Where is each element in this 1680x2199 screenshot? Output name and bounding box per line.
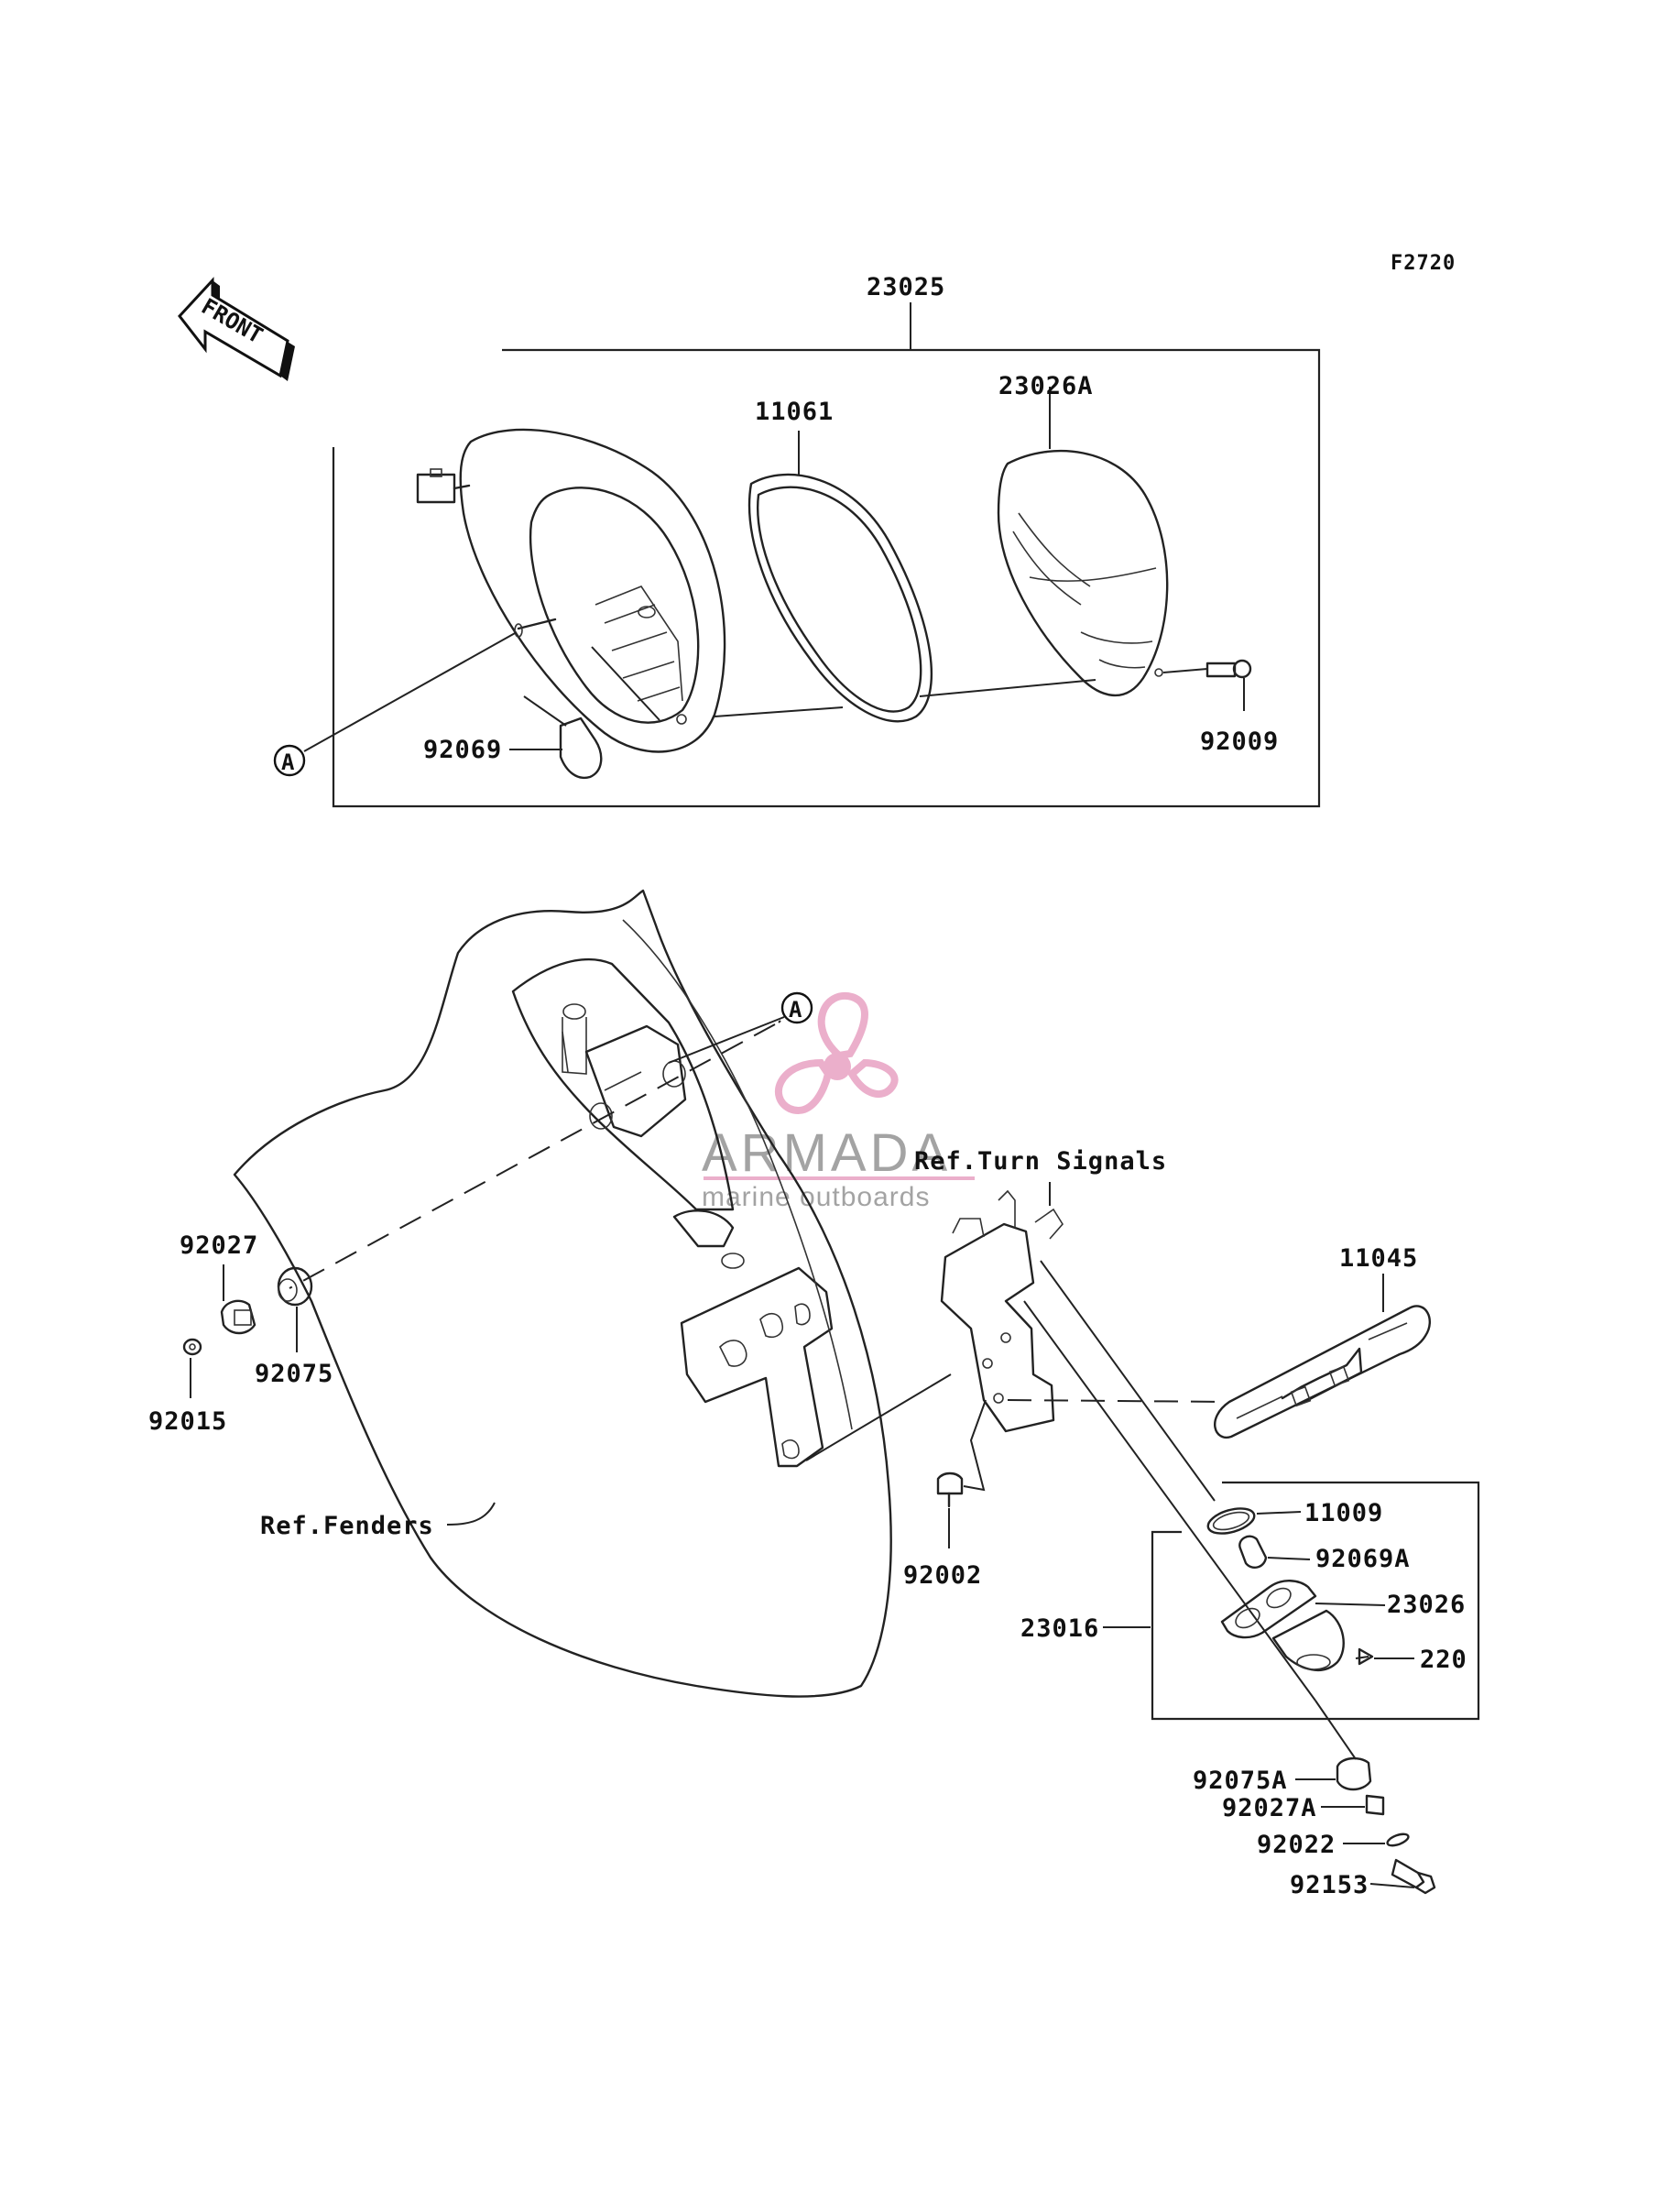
label-grommet-left: 92027 [180, 1231, 258, 1260]
left-fasteners: 92027 92075 92015 [148, 1231, 333, 1436]
reference-marker-lower: A [780, 991, 813, 1024]
label-washer: 92022 [1257, 1831, 1336, 1859]
license-bracket: Ref.Turn Signals [805, 1147, 1167, 1461]
license-lamp-box [1151, 1481, 1480, 1721]
label-bracket-bolt: 92002 [903, 1561, 982, 1590]
label-damper-left: 92075 [255, 1360, 333, 1388]
label-bulb: 92069 [423, 736, 502, 764]
figure-code: F2720 [1391, 252, 1456, 275]
label-nut-left: 92015 [148, 1407, 227, 1436]
label-damper-lower: 92075A [1193, 1767, 1288, 1795]
taillight-assembly-box [332, 348, 1321, 808]
propeller-icon [775, 991, 899, 1114]
plate-bracket: 11045 [1007, 1244, 1431, 1439]
label-license-lamp-housing: 23026 [1387, 1591, 1466, 1619]
label-screw-license: 220 [1420, 1646, 1467, 1674]
lens-screw: 92009 [1162, 659, 1279, 756]
front-arrow-icon: FRONT [178, 277, 295, 381]
gasket: 11061 [747, 398, 933, 723]
label-license-lamp-assembly: 23016 [1020, 1614, 1099, 1643]
bracket-bolt: 92002 [903, 1399, 987, 1590]
ref-fenders-label: Ref.Fenders [260, 1512, 434, 1540]
watermark-brand: ARMADA [702, 1123, 951, 1183]
svg-text:A: A [281, 749, 295, 775]
label-bolt-lower: 92153 [1290, 1871, 1369, 1899]
svg-text:A: A [789, 997, 802, 1023]
label-bulb-license: 92069A [1315, 1545, 1411, 1573]
taillight-assembly-group: 23025 11061 [273, 273, 1321, 808]
label-collar-lower: 92027A [1222, 1794, 1317, 1822]
ref-turn-signals-label: Ref.Turn Signals [914, 1147, 1167, 1176]
armada-logo: ARMADA marine outboards [702, 991, 975, 1212]
label-plate-bracket: 11045 [1339, 1244, 1418, 1273]
label-lens: 23026A [998, 372, 1094, 400]
label-lens-screw: 92009 [1200, 728, 1279, 756]
fender-group: A Ref.Fenders [233, 889, 892, 1698]
lower-fasteners: 92075A 92027A 92022 92153 [1193, 1700, 1436, 1899]
taillight-bulb: 92069 [423, 646, 660, 780]
reference-marker-upper: A [273, 631, 518, 777]
watermark-tagline: marine outboards [702, 1182, 930, 1212]
label-seal: 11009 [1304, 1499, 1383, 1527]
taillight-lens: 23026A [997, 372, 1169, 696]
taillight-housing [416, 428, 726, 753]
license-lamp-assembly: 23016 11009 92069A 23026 220 [1020, 1260, 1480, 1721]
label-taillight-assembly: 23025 [867, 273, 945, 301]
label-gasket: 11061 [755, 398, 834, 426]
